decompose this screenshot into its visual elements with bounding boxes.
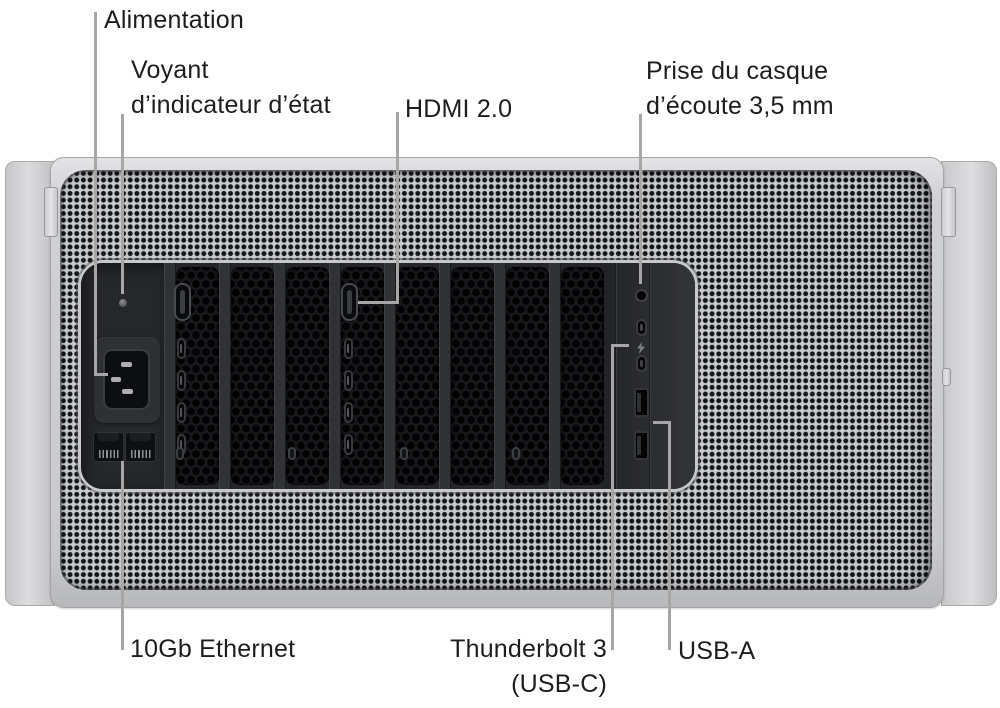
callout-line-power bbox=[94, 12, 97, 376]
label-headphone-jack: Prise du casque d’écoute 3,5 mm bbox=[646, 57, 834, 120]
left-latch bbox=[44, 187, 58, 237]
slot-cover bbox=[439, 263, 494, 489]
callout-line-hdmi bbox=[358, 301, 399, 304]
slot-cover bbox=[494, 263, 549, 489]
label-power-text: Alimentation bbox=[104, 6, 244, 34]
video-port bbox=[177, 402, 186, 423]
slot-latch bbox=[400, 447, 408, 460]
thunderbolt-port-1 bbox=[636, 319, 647, 336]
callout-line-usb-a bbox=[653, 421, 671, 424]
callout-line-status-light bbox=[121, 114, 124, 294]
slot-latch bbox=[288, 447, 296, 460]
thunderbolt-port-2 bbox=[636, 355, 647, 372]
slot-latch bbox=[176, 447, 184, 460]
label-thunderbolt: Thunderbolt 3 (USB-C) bbox=[450, 635, 607, 698]
ethernet-port-1 bbox=[93, 432, 124, 462]
slot-cover bbox=[384, 263, 439, 489]
power-pin bbox=[121, 362, 132, 367]
video-port bbox=[177, 370, 186, 391]
callout-line-ethernet bbox=[121, 461, 124, 650]
hdmi-port-1 bbox=[174, 283, 191, 321]
right-latch bbox=[941, 187, 956, 237]
callout-line-thunderbolt bbox=[611, 346, 614, 650]
slot-cover bbox=[164, 263, 219, 489]
thunderbolt-icon bbox=[636, 341, 646, 354]
video-port bbox=[344, 434, 353, 455]
slot-cover bbox=[274, 263, 329, 489]
callout-line-power bbox=[94, 373, 108, 376]
callout-line-usb-a bbox=[668, 423, 671, 650]
ethernet-port-2 bbox=[125, 432, 156, 462]
status-indicator-light bbox=[119, 299, 127, 307]
hdmi-port-2 bbox=[341, 283, 358, 321]
slot-latch bbox=[512, 447, 520, 460]
callout-line-thunderbolt bbox=[611, 344, 629, 347]
power-pin bbox=[122, 389, 133, 394]
io-card-section bbox=[604, 263, 695, 489]
callout-line-hdmi bbox=[396, 112, 399, 304]
label-status-light: Voyant d’indicateur d’état bbox=[131, 56, 331, 119]
video-port bbox=[344, 402, 353, 423]
video-port bbox=[344, 338, 353, 359]
right-notch bbox=[942, 368, 951, 386]
slot-cover bbox=[219, 263, 274, 489]
video-port bbox=[177, 338, 186, 359]
power-socket bbox=[103, 349, 150, 410]
io-card-seam bbox=[650, 263, 651, 489]
io-panel-interior bbox=[81, 263, 695, 489]
label-ethernet: 10Gb Ethernet bbox=[130, 635, 296, 663]
slot-cover bbox=[549, 263, 604, 489]
power-pin bbox=[111, 377, 121, 382]
usb-a-port-1 bbox=[634, 388, 649, 417]
usb-a-port-2 bbox=[634, 431, 649, 460]
label-power: Alimentation bbox=[104, 3, 244, 38]
label-hdmi: HDMI 2.0 bbox=[405, 95, 513, 123]
headphone-jack bbox=[635, 289, 648, 302]
io-card-seam bbox=[616, 263, 617, 489]
callout-line-headphone bbox=[639, 114, 642, 284]
pcie-slot-covers bbox=[164, 263, 604, 489]
label-usb-a: USB-A bbox=[678, 637, 756, 665]
video-port bbox=[344, 370, 353, 391]
